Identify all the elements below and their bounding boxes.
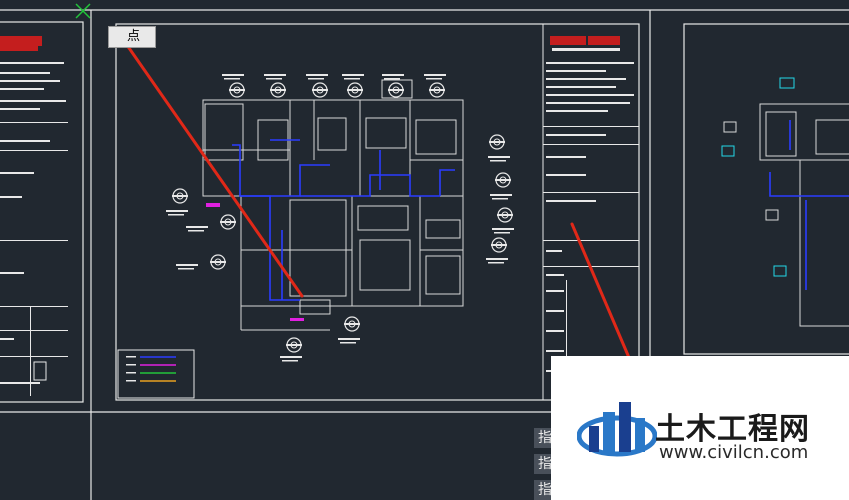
floor-plan-walls xyxy=(202,79,464,331)
wiring-legend xyxy=(117,349,195,399)
watermark-title: 土木工程网 xyxy=(655,412,810,447)
electrical-wiring xyxy=(232,139,455,301)
right-sheet-wiring xyxy=(769,120,849,290)
site-watermark: 土木工程网 www.civilcn.com xyxy=(551,356,849,500)
light-fixtures xyxy=(166,74,514,362)
right-sheet-plan xyxy=(721,77,849,327)
left-sheet-title-block xyxy=(0,36,68,396)
red-annotation-arrows xyxy=(120,36,632,362)
wiring-highlights xyxy=(206,203,304,321)
crosshair-cursor-icon xyxy=(75,3,91,19)
watermark-url[interactable]: www.civilcn.com xyxy=(659,442,809,463)
command-line-2: 指 xyxy=(534,454,556,474)
command-line-1: 指 xyxy=(534,428,556,448)
command-line-3: 指 xyxy=(534,480,556,500)
building-logo-icon xyxy=(577,402,657,457)
snap-tooltip: 点 xyxy=(108,26,156,48)
